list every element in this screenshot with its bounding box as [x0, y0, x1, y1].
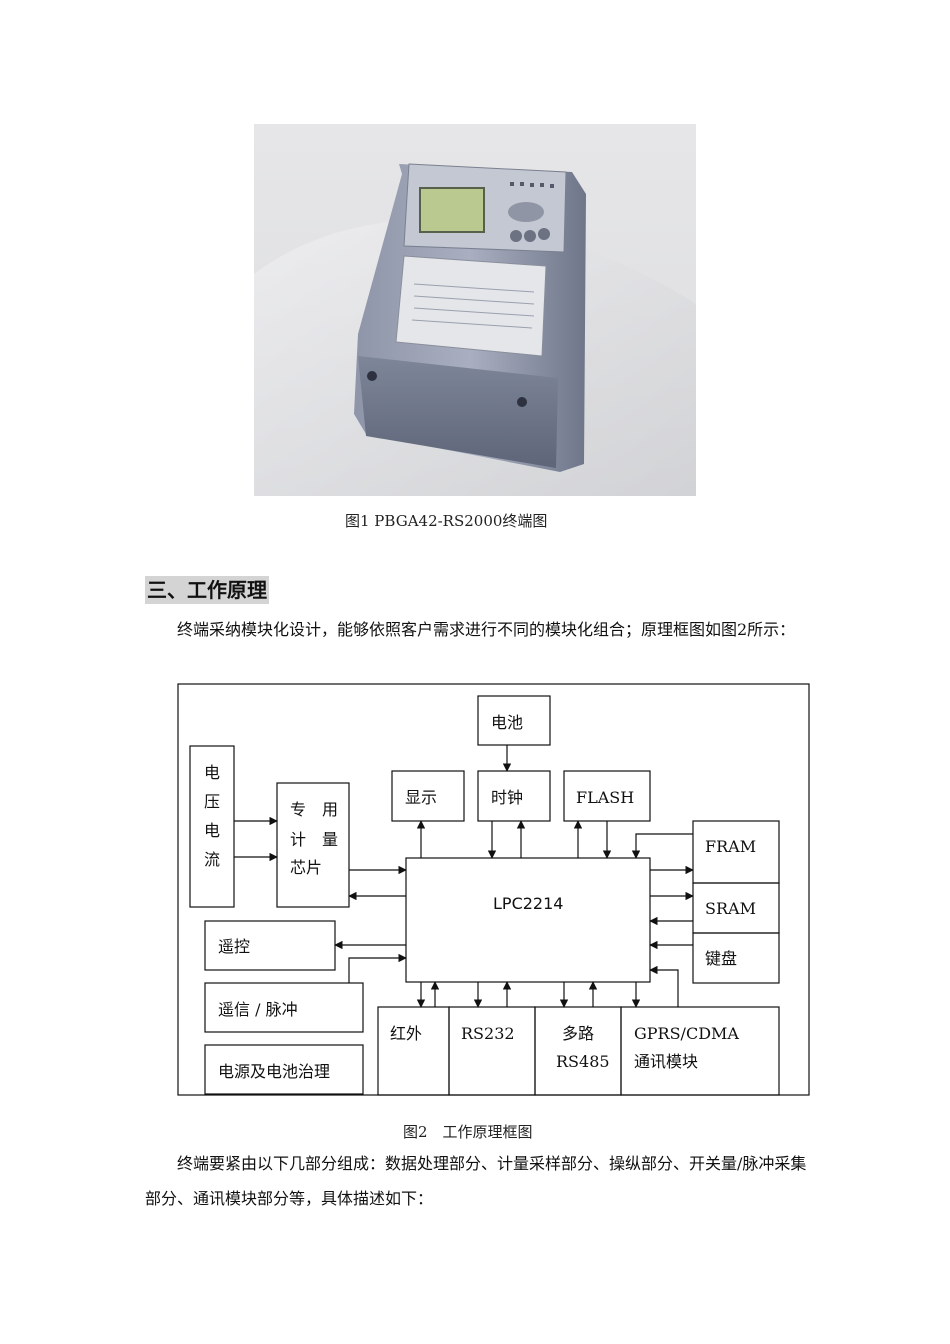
gprs-label-2: 通讯模块 — [634, 1052, 698, 1071]
figure2-caption: 图2 工作原理框图 — [403, 1123, 533, 1141]
remote-signal-box — [204, 982, 364, 1033]
voltage-current-label-1: 电 — [204, 763, 220, 782]
terminal-photo — [254, 124, 696, 496]
meter-chip-box — [276, 782, 350, 908]
voltage-current-label-2: 压 — [204, 792, 220, 811]
terminal-device-illustration — [254, 163, 696, 496]
battery-box — [477, 695, 551, 746]
remote-signal-label: 遥信 / 脉冲 — [218, 1000, 298, 1019]
section-heading: 三、工作原理 — [145, 576, 269, 604]
rs485-label-1: 多路 — [562, 1024, 594, 1043]
display-label: 显示 — [405, 788, 437, 807]
flash-label: FLASH — [576, 788, 634, 807]
voltage-current-label-4: 流 — [204, 850, 220, 869]
meter-chip-label-3: 芯片 — [290, 858, 322, 877]
voltage-current-label-3: 电 — [204, 821, 220, 840]
cpu-box — [405, 857, 651, 983]
voltage-current-box — [189, 745, 235, 908]
remote-control-label: 遥控 — [218, 937, 250, 956]
display-box — [391, 770, 465, 822]
infrared-label: 红外 — [390, 1024, 422, 1043]
figure1-caption: 图1 PBGA42-RS2000终端图 — [345, 512, 548, 530]
fram-label: FRAM — [705, 837, 756, 856]
intro-paragraph: 终端采纳模块化设计，能够依照客户需求进行不同的模块化组合；原理框图如图2所示： — [177, 620, 796, 639]
clock-label: 时钟 — [491, 788, 523, 807]
infrared-box — [377, 1006, 450, 1096]
cpu-label: LPC2214 — [493, 894, 563, 913]
meter-chip-label-1: 专 用 — [290, 800, 338, 819]
rs485-box — [534, 1006, 622, 1096]
clock-box — [477, 770, 551, 822]
arrow-lines — [234, 745, 694, 1008]
gprs-box — [620, 1006, 780, 1096]
power-label: 电源及电池治理 — [218, 1062, 330, 1081]
gprs-label-1: GPRS/CDMA — [634, 1024, 739, 1043]
keyboard-label: 键盘 — [705, 949, 737, 968]
components-paragraph: 终端要紧由以下几部分组成：数据处理部分、计量采样部分、操纵部分、开关量/脉冲采集… — [145, 1154, 807, 1208]
rs232-label: RS232 — [461, 1024, 515, 1043]
keyboard-box — [692, 932, 780, 984]
sram-label: SRAM — [705, 899, 756, 918]
rs485-label-2: RS485 — [556, 1052, 610, 1071]
rs232-box — [448, 1006, 536, 1096]
battery-label: 电池 — [491, 713, 523, 732]
meter-chip-label-2: 计 量 — [290, 830, 338, 849]
power-box — [204, 1044, 364, 1095]
